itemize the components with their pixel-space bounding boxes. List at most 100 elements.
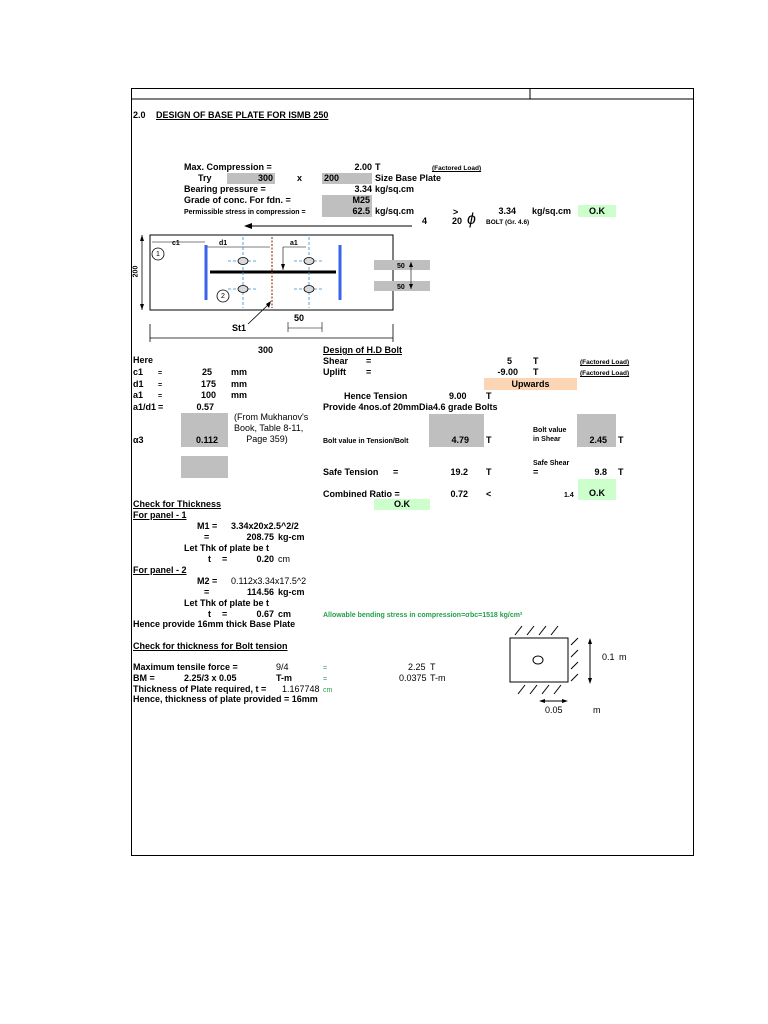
bolt-tension-cell <box>429 414 484 447</box>
m2-eq: = <box>204 587 210 597</box>
t2-eq: = <box>222 609 228 619</box>
dim-0-1: 0.1 <box>602 652 615 662</box>
try-label: Try <box>198 173 212 183</box>
max-compression-unit: T <box>375 162 381 172</box>
bolt-tension-label: Bolt value in Tension/Bolt <box>323 438 409 445</box>
bearing-unit: kg/sq.cm <box>375 184 415 194</box>
ratio-value: 0.57 <box>196 402 214 412</box>
m2-expression: 0.112x3.34x17.5^2 <box>231 576 307 586</box>
t1-value: 0.20 <box>256 554 274 564</box>
uplift-label: Uplift <box>323 367 346 377</box>
shear-label: Shear <box>323 356 349 366</box>
section-number: 2.0 <box>133 110 146 120</box>
panel-2-marker: 2 <box>221 293 225 300</box>
bm-unit-label: T-m <box>276 673 293 683</box>
safe-tension-unit: T <box>486 467 492 477</box>
compare-value: 3.34 <box>498 206 516 216</box>
blank-grey-cell <box>181 456 228 478</box>
reference-line-2: Book, Table 8-11, <box>234 423 304 433</box>
reference-line-3: Page 359) <box>246 434 288 444</box>
d1-dim-label: d1 <box>219 240 228 247</box>
try-x: x <box>297 173 303 183</box>
bm-expression: 2.25/3 x 0.05 <box>184 673 237 683</box>
bolt-shear-label-2: in Shear <box>533 436 561 443</box>
a1-label: a1 <box>133 390 144 400</box>
a1-dim-label: a1 <box>290 240 298 247</box>
d1-value: 175 <box>200 379 216 389</box>
uplift-unit: T <box>533 367 539 377</box>
uplift-note: (Factored Load) <box>580 370 630 377</box>
m2-value: 114.56 <box>246 587 274 597</box>
gt-sign: > <box>453 207 459 217</box>
bolt-shear-unit: T <box>618 435 624 445</box>
m2-unit: kg-cm <box>278 587 305 597</box>
tension-value: 9.00 <box>449 391 467 401</box>
shear-value: 5 <box>506 356 512 366</box>
panel-1-marker: 1 <box>156 251 160 258</box>
grade-value: M25 <box>352 195 370 205</box>
a1-value: 100 <box>200 390 216 400</box>
perm-unit: kg/sq.cm <box>375 206 415 216</box>
max-compression-label: Max. Compression = <box>184 162 272 172</box>
upwards-cell <box>484 378 577 390</box>
safe-tension-label: Safe Tension <box>323 467 379 477</box>
a1-unit: mm <box>231 390 248 400</box>
try-length: 300 <box>257 173 273 183</box>
try-width-cell <box>322 173 372 184</box>
m2-label: M2 = <box>197 576 218 586</box>
safe-tension-eq: = <box>393 467 399 477</box>
bolt-design-title: Design of H.D Bolt <box>323 345 402 355</box>
grade-cell <box>322 195 372 206</box>
t2-value: 0.67 <box>256 609 274 619</box>
shear-eq: = <box>366 356 372 366</box>
bm-unit: T-m <box>430 673 446 683</box>
safe-tension-value: 19.2 <box>450 467 468 477</box>
dim-50-top: 50 <box>397 263 405 270</box>
dim-300: 300 <box>258 345 274 355</box>
combined-ok: O.K <box>588 488 605 498</box>
alpha-value: 0.112 <box>195 435 218 445</box>
dim-50-bottom: 50 <box>397 284 405 291</box>
m1-expression: 3.34x20x2.5^2/2 <box>231 521 299 531</box>
t2-unit: cm <box>278 609 292 619</box>
combined-ok-cell <box>578 479 616 500</box>
dim-0-05: 0.05 <box>545 705 563 715</box>
try-length-cell <box>227 173 275 184</box>
bolt-tension-title: Check for thickness for Bolt tension <box>133 641 288 651</box>
c1-value: 25 <box>201 367 212 377</box>
safe-shear-label: Safe Shear <box>533 460 570 467</box>
shear-unit: T <box>533 356 539 366</box>
max-tensile-label: Maximum tensile force = <box>133 662 238 672</box>
allowable-stress-note: Allowable bending stress in compression=… <box>323 612 523 619</box>
safe-shear-unit: T <box>618 467 624 477</box>
m1-label: M1 = <box>197 521 218 531</box>
try-width: 200 <box>324 173 340 183</box>
m1-eq: = <box>204 532 210 542</box>
reference-line-1: (From Mukhanov's <box>234 412 309 422</box>
thickness-required-label: Thickness of Plate required, t = <box>133 684 267 694</box>
provide-plate: Hence provide 16mm thick Base Plate <box>133 619 296 629</box>
bm-label: BM = <box>133 673 155 683</box>
c1-unit: mm <box>231 367 248 377</box>
grade-label: Grade of conc. For fdn. = <box>184 195 291 205</box>
dim-0-05-unit: m <box>593 705 601 715</box>
ratio-eq: = <box>158 402 164 412</box>
t1-unit: cm <box>278 554 290 564</box>
uplift-eq: = <box>366 367 372 377</box>
safe-shear-value: 9.8 <box>594 467 607 477</box>
combined-ratio-label: Combined Ratio = <box>323 489 400 499</box>
bolt-tension-value: 4.79 <box>451 435 469 445</box>
let-thickness-1: Let Thk of plate be t <box>184 543 270 553</box>
m1-value: 208.75 <box>246 532 274 542</box>
let-thickness-2: Let Thk of plate be t <box>184 598 270 608</box>
here-label: Here <box>133 355 154 365</box>
panel-1-title: For panel - 1 <box>133 510 187 520</box>
c1-eq: = <box>158 370 163 377</box>
max-compression-value: 2.00 <box>354 162 372 172</box>
bearing-label: Bearing pressure = <box>184 184 266 194</box>
ok-cell <box>578 205 616 217</box>
bolt-shear-value: 2.45 <box>589 435 607 445</box>
alpha-label: α3 <box>133 435 144 445</box>
